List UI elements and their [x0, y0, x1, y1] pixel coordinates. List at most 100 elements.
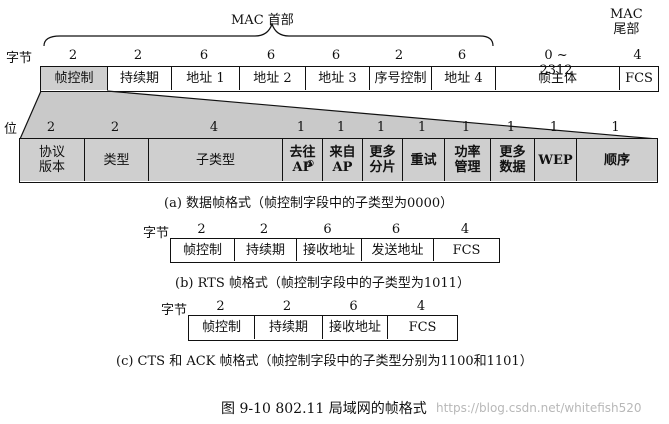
- control-size-label: 1: [376, 120, 386, 135]
- control-size-label: 1: [461, 120, 471, 135]
- control-field-label: 更多 数据: [499, 145, 526, 175]
- frame_b-field-label: FCS: [452, 242, 481, 258]
- frame_a-size-label: 2: [68, 48, 78, 63]
- frame_b-field: 帧控制: [171, 239, 234, 261]
- frame_a-field: 帧主体: [495, 67, 619, 90]
- control-field-label: 协议 版本: [38, 145, 65, 175]
- control-size-label: 2: [46, 120, 56, 135]
- frame_c-field: 持续期: [254, 316, 322, 339]
- frame_c-field: 帧控制: [189, 316, 254, 339]
- control-field-label: 功率 管理: [454, 145, 481, 175]
- control-size-label: 1: [336, 120, 346, 135]
- frame_b-size-label: 2: [197, 222, 206, 237]
- control-field: 功率 管理: [444, 139, 490, 181]
- frame_a-field-label: 持续期: [119, 71, 159, 86]
- control-field: WEP: [534, 139, 576, 181]
- control-field: 来自 AP: [322, 139, 362, 181]
- control-field-label: 子类型: [195, 152, 235, 168]
- frame_a-size-label: 4: [633, 48, 642, 63]
- frame_c-size-label: 6: [349, 299, 358, 314]
- frame_b-size-label: 6: [323, 222, 332, 237]
- control-field-label: 去往 AP: [289, 145, 316, 175]
- frame_a-field-label: 地址 4: [444, 71, 483, 86]
- frame_a-field-label: 地址 3: [318, 71, 357, 86]
- frame_c-size-label: 4: [416, 299, 426, 314]
- frame_b-size-label: 6: [391, 222, 401, 237]
- frame_c-field: 接收地址: [322, 316, 387, 339]
- control-unit-label: 位: [4, 122, 18, 137]
- frame_c-size-label: 2: [282, 299, 292, 314]
- frame_c-size-label: 2: [216, 299, 225, 314]
- frame-c-unit-label: 字节: [161, 303, 188, 318]
- frame-a: 帧控制 持续期 地址 1 地址 2 地址 3 序号控制 地址 4 帧主体 FCS: [40, 66, 659, 92]
- caption-b: (b) RTS 帧格式（帧控制字段中的子类型为1011）: [175, 276, 470, 291]
- frame_b-field-label: 持续期: [245, 242, 285, 258]
- frame_c-field-label: 帧控制: [201, 320, 241, 335]
- frame_a-size-label: 6: [199, 48, 209, 63]
- frame_c-field-label: 持续期: [268, 320, 308, 335]
- frame_a-field: 地址 3: [305, 67, 369, 90]
- frame_b-field-label: 接收地址: [302, 242, 355, 258]
- frame_b-field: 发送地址: [361, 239, 433, 261]
- control-field: 重试: [402, 139, 444, 181]
- frame-b: 帧控制 持续期 接收地址发送地址 FCS: [170, 238, 500, 263]
- frame-a-unit-label: 字节: [6, 51, 33, 66]
- frame_b-field-label: 帧控制: [182, 242, 222, 258]
- frame_a-field: 地址 2: [239, 67, 305, 90]
- control-field: 子类型: [148, 139, 282, 181]
- caption-c: (c) CTS 和 ACK 帧格式（帧控制字段中的子类型分别为1100和1101…: [116, 354, 533, 369]
- control-size-label: 1: [506, 120, 516, 135]
- frame-b-unit-label: 字节: [143, 226, 170, 241]
- control-field: 更多 数据: [490, 139, 534, 181]
- mac-header-label: MAC 首部: [231, 13, 294, 28]
- frame-c: 帧控制 持续期 接收地址 FCS: [188, 315, 458, 341]
- control-size-label: 2: [110, 120, 120, 135]
- control-field: 更多 分片: [362, 139, 402, 181]
- frame_c-field: FCS: [387, 316, 457, 339]
- watermark: https://blog.csdn.net/whitefish520: [436, 401, 642, 415]
- frame_a-field: 序号控制: [369, 67, 431, 90]
- frame_a-field-label: 帧控制: [54, 71, 94, 86]
- frame_a-field: FCS: [619, 67, 658, 90]
- control-field-label: WEP: [538, 152, 573, 168]
- frame_b-field: 持续期: [234, 239, 296, 261]
- frame_a-field: 帧控制: [41, 67, 107, 90]
- mac-trailer-label: MAC 尾部: [610, 7, 643, 37]
- frame_a-field-label: 地址 1: [186, 71, 225, 86]
- control-field-label: 顺序: [603, 152, 630, 168]
- control-field-label: 重试: [410, 152, 437, 168]
- control-size-label: 1: [296, 120, 306, 135]
- caption-a: (a) 数据帧格式（帧控制字段中的子类型为0000）: [164, 196, 454, 211]
- frame_b-field-label: 发送地址: [371, 242, 424, 258]
- control-size-label: 1: [611, 120, 620, 135]
- control-field-label: 类型: [103, 152, 130, 168]
- frame_a-field-label: 地址 2: [253, 71, 292, 86]
- figure-title: 图 9-10 802.11 局域网的帧格式: [221, 401, 427, 417]
- control-size-label: 4: [209, 120, 219, 135]
- control-field: 协议 版本: [20, 139, 84, 181]
- frame_a-size-label: 6: [266, 48, 276, 63]
- frame_a-size-label: 2: [394, 48, 404, 63]
- control-field-label: 更多 分片: [369, 145, 396, 175]
- frame_a-size-label: 6: [457, 48, 467, 63]
- footnote-mark: ①: [306, 158, 314, 168]
- frame_a-field: 持续期: [107, 67, 171, 90]
- frame_a-field: 地址 4: [431, 67, 495, 90]
- frame_c-field-label: FCS: [408, 320, 437, 335]
- frame_a-size-label: 6: [331, 48, 341, 63]
- control-field: 类型: [84, 139, 148, 181]
- frame_a-size-label: 2: [133, 48, 143, 63]
- frame_a-field-label: FCS: [625, 71, 653, 86]
- control-size-label: 1: [549, 120, 559, 135]
- frame_a-field-label: 帧主体: [537, 71, 577, 86]
- frame_a-field: 地址 1: [171, 67, 239, 90]
- control-size-label: 1: [417, 120, 427, 135]
- frame_a-field-label: 序号控制: [374, 71, 427, 86]
- control-field-label: 来自 AP: [329, 145, 356, 175]
- frame_b-field: FCS: [433, 239, 499, 261]
- control-field: 顺序: [576, 139, 657, 181]
- frame_b-size-label: 2: [259, 222, 269, 237]
- frame_c-field-label: 接收地址: [328, 320, 381, 335]
